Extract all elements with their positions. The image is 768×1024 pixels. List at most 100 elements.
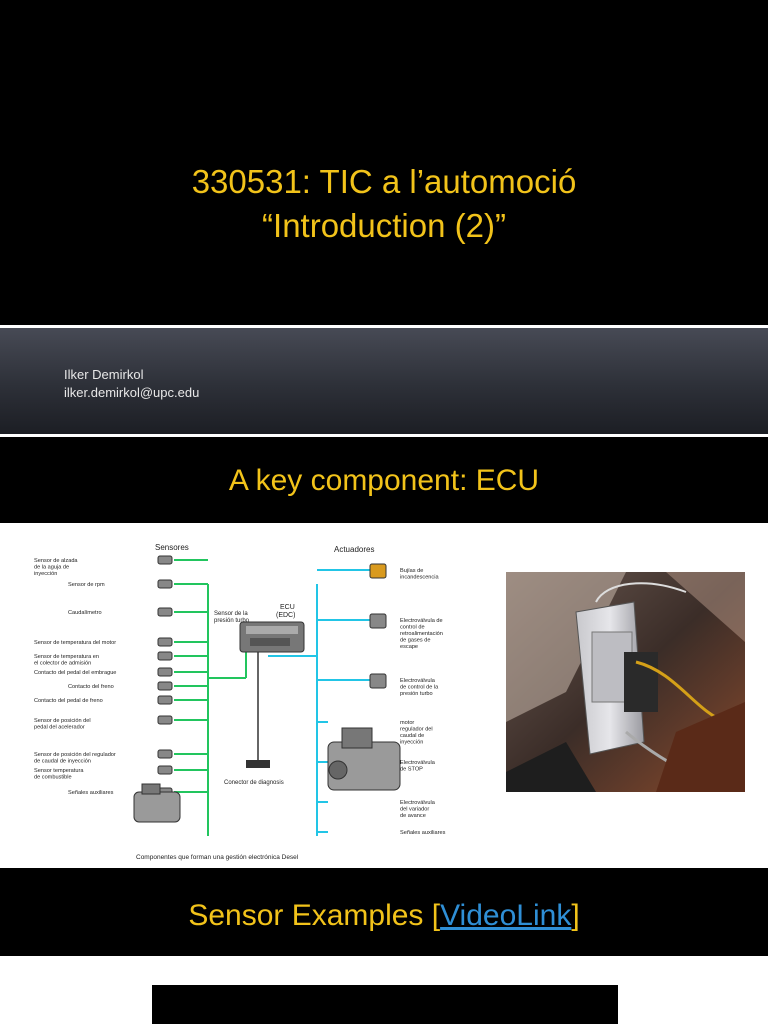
sensor-label: el colector de admisión (34, 661, 91, 667)
divider (0, 956, 768, 959)
sensor-label: Contacto del pedal de freno (34, 698, 103, 704)
slide-sensors-title: Sensor Examples [VideoLink] (0, 896, 768, 936)
actuator-item: Señales auxiliares (400, 830, 446, 836)
divider (0, 523, 768, 526)
sensor-icon (157, 637, 173, 647)
actuator-label: presión turbo (400, 691, 433, 697)
turbo-sensor-label-2: presión turbo (214, 618, 250, 624)
actuator-label: Electroválvula (400, 678, 436, 684)
injection-pump-icon (327, 727, 401, 791)
ecu-photo (506, 572, 745, 792)
actuator-label: inyección (400, 740, 423, 746)
actuator-label: de gases de (400, 638, 430, 644)
actuator-label: Electroválvula de (400, 618, 443, 624)
actuator-label: control de (400, 625, 425, 631)
actuator-label: Bujías de (400, 568, 423, 574)
slide-ecu-title: A key component: ECU (228, 464, 540, 497)
author-band: Ilker Demirkol ilker.demirkol@upc.edu (0, 328, 768, 434)
actuator-bus (268, 584, 318, 836)
diagram-caption: Componentes que forman una gestión elect… (136, 854, 299, 861)
slide-sensors-header: Sensor Examples [VideoLink] (0, 868, 768, 956)
actuator-label: incandescencia (400, 575, 439, 581)
sensor-icon (157, 681, 173, 691)
sensor-label: Contacto del pedal del embrague (34, 670, 116, 676)
actuator-label: de STOP (400, 767, 423, 773)
sensor-label: Sensor de alzada (34, 558, 78, 564)
actuator-label: regulador del (400, 727, 433, 733)
actuator-label: de avance (400, 813, 426, 819)
ecu-unit: ECU (EDC) (239, 604, 305, 760)
actuators-header: Actuadores (334, 545, 374, 554)
sensor-icon (157, 715, 173, 725)
ecu-label: ECU (280, 604, 295, 611)
pump-sensors-icon (133, 783, 181, 823)
sensor-label: Sensor de temperatura del motor (34, 640, 116, 646)
sensor-label: Señales auxiliares (68, 790, 114, 796)
lecture-title: “Introduction (2)” (262, 207, 506, 244)
title-suffix: ] (571, 899, 580, 932)
actuator-label: escape (400, 644, 418, 650)
actuator-icon (369, 613, 387, 629)
video-frame[interactable] (152, 985, 618, 1024)
sensor-label: Sensor de rpm (68, 582, 105, 588)
slide-ecu-header: A key component: ECU (0, 437, 768, 523)
sensor-icon (157, 749, 173, 759)
actuator-label: retroalimentación (400, 631, 443, 637)
sensor-item: Contacto del pedal del embrague (34, 667, 173, 677)
sensor-label: inyección (34, 571, 57, 577)
sensors-header: Sensores (155, 543, 189, 552)
course-title: 330531: TIC a l’automoció (191, 163, 577, 200)
sensor-label: de la aguja de (34, 565, 69, 571)
actuator-label: Electroválvula (400, 800, 436, 806)
sensor-icon (157, 667, 173, 677)
sensor-icon (157, 579, 173, 589)
author-email[interactable]: ilker.demirkol@upc.edu (64, 385, 200, 400)
sensor-label: de caudal de inyección (34, 759, 91, 765)
actuator-label: de control de la (400, 685, 439, 691)
divider (0, 434, 768, 437)
sensor-label: Caudalímetro (68, 610, 102, 616)
sensor-item: Sensor de temperatura del motor (34, 637, 173, 647)
ecu-diagram: Sensores Actuadores ECU (EDC) Sensor de … (34, 543, 446, 861)
diagnosis-connector-label: Conector de diagnosis (224, 780, 284, 786)
actuator-label: Electroválvula (400, 760, 436, 766)
sensor-label: Sensor de posición del regulador (34, 752, 116, 758)
sensor-wires (174, 559, 208, 793)
actuator-wires (317, 569, 370, 833)
actuator-label: Señales auxiliares (400, 830, 446, 836)
divider (0, 325, 768, 328)
sensor-icon (157, 651, 173, 661)
sensor-label: Contacto del freno (68, 684, 114, 690)
sensor-icon (157, 607, 173, 617)
sensor-item: Contacto del freno (68, 681, 173, 691)
actuator-icon (369, 563, 387, 579)
sensor-icon (157, 765, 173, 775)
actuator-label: motor (400, 720, 414, 726)
sensor-label: Sensor de temperatura en (34, 654, 99, 660)
sensor-label: de combustible (34, 775, 72, 781)
slide-ecu-body: Sensores Actuadores ECU (EDC) Sensor de … (0, 526, 768, 866)
sensor-icon (157, 555, 173, 565)
video-link[interactable]: VideoLink (440, 899, 572, 932)
diagnosis-connector-icon (246, 760, 270, 768)
actuator-icon (369, 673, 387, 689)
sensor-item: Sensor de rpm (68, 579, 173, 589)
sensor-item: Contacto del pedal de freno (34, 695, 173, 705)
sensor-item: Caudalímetro (68, 607, 173, 617)
sensor-label: Sensor de posición del (34, 718, 91, 724)
slide-title: 330531: TIC a l’automoció “Introduction … (0, 0, 768, 325)
ecu-sublabel: (EDC) (276, 612, 295, 619)
turbo-sensor-label-1: Sensor de la (214, 611, 248, 617)
